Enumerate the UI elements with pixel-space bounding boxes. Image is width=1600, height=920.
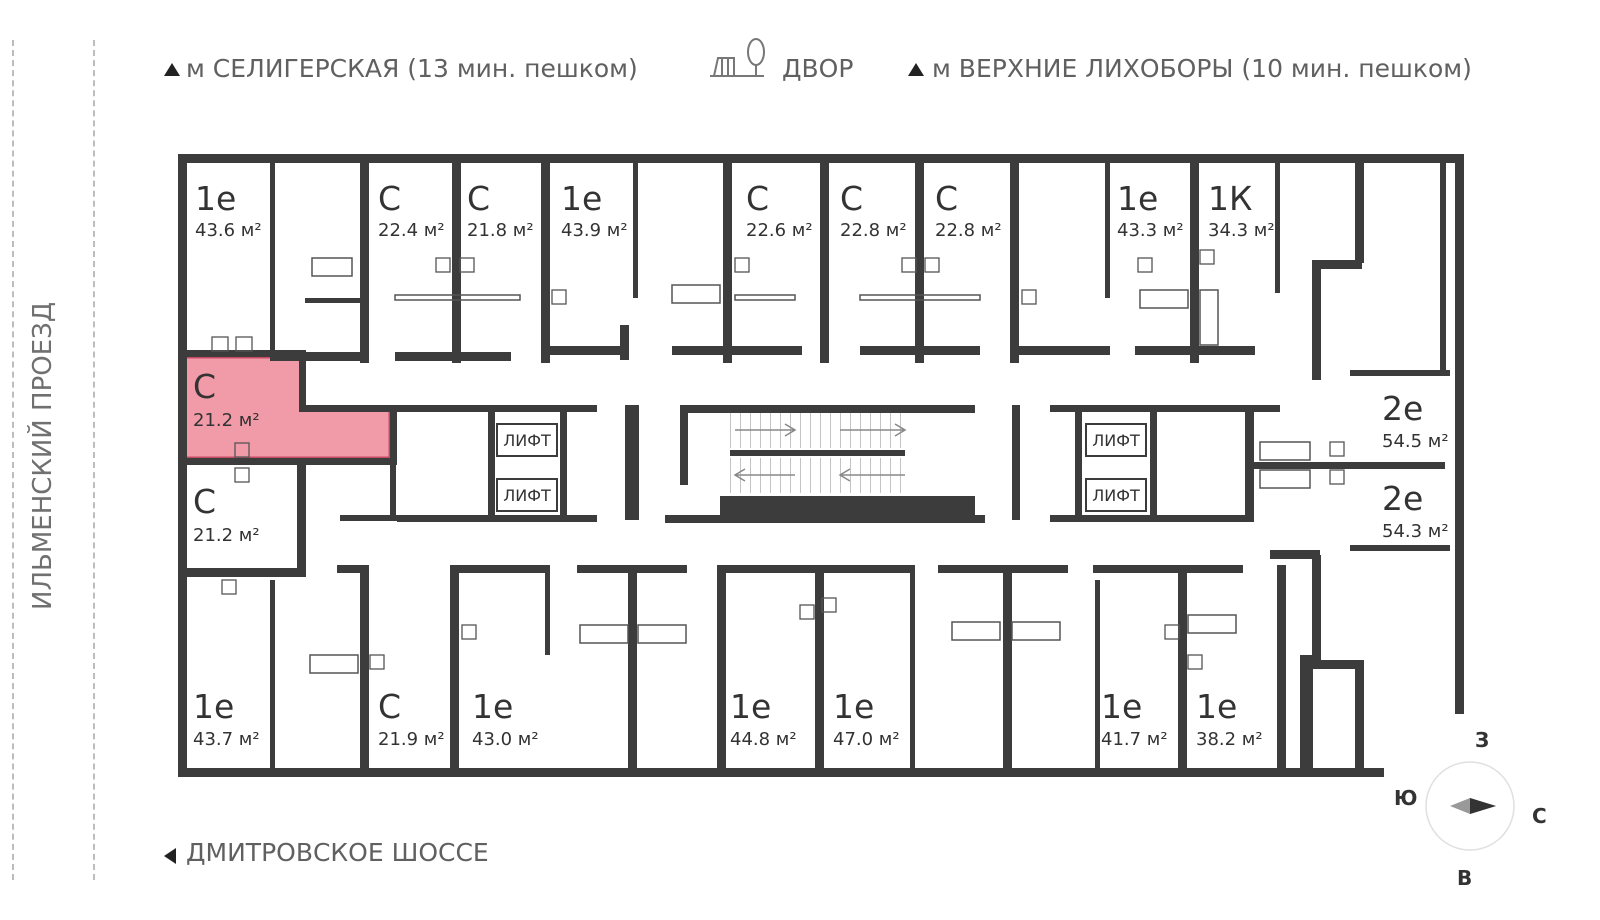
apartment-type: 1е	[193, 687, 234, 726]
left-boundary-line-outer	[12, 40, 14, 880]
apartment-label[interactable]: С22.8 м²	[935, 179, 1002, 241]
apartment-area: 43.9 м²	[561, 220, 628, 241]
walls	[178, 154, 1464, 777]
compass	[1425, 761, 1515, 851]
stove-icons	[211, 249, 1345, 670]
apartment-type: С	[840, 179, 863, 218]
apartment-area: 21.2 м²	[193, 525, 260, 546]
apartment-area: 21.2 м²	[193, 410, 260, 431]
apartment-area: 43.3 м²	[1117, 220, 1184, 241]
compass-west: Ю	[1394, 786, 1418, 810]
apartment-label[interactable]: С 21.2 м²	[193, 367, 260, 431]
apartment-type: 1е	[1101, 687, 1142, 726]
courtyard-label: ДВОР	[782, 54, 854, 83]
apartment-area: 43.7 м²	[193, 729, 260, 750]
apartment-label[interactable]: 1е 47.0 м²	[833, 687, 900, 750]
triangle-up-icon	[908, 63, 924, 76]
apartment-area: 38.2 м²	[1196, 729, 1263, 750]
courtyard-icon	[710, 38, 765, 77]
street-label-bottom: ДМИТРОВСКОЕ ШОССЕ	[186, 838, 489, 867]
apartment-type: 1е	[833, 687, 874, 726]
lift-box: ЛИФТ	[496, 478, 558, 512]
apartment-type: 1е	[1196, 687, 1237, 726]
apartment-label[interactable]: 2е 54.3 м²	[1382, 479, 1449, 542]
apartment-type: С	[746, 179, 769, 218]
apartment-type: С	[378, 687, 401, 726]
apartment-label[interactable]: С 21.2 м²	[193, 482, 260, 546]
apartment-label[interactable]: 2е 54.5 м²	[1382, 389, 1449, 452]
apartment-label[interactable]: 1е 43.7 м²	[193, 687, 260, 750]
apartment-area: 47.0 м²	[833, 729, 900, 750]
apartment-type: С	[935, 179, 958, 218]
apartment-label[interactable]: 1е 41.7 м²	[1101, 687, 1168, 750]
lift-label: ЛИФТ	[1092, 431, 1140, 450]
lift-box: ЛИФТ	[1085, 478, 1147, 512]
compass-north: З	[1475, 728, 1490, 752]
lift-label: ЛИФТ	[1092, 486, 1140, 505]
apartment-label[interactable]: С 21.9 м²	[378, 687, 445, 750]
apartment-type: С	[378, 179, 401, 218]
apartment-type: 1е	[1117, 179, 1158, 218]
apartment-type: С	[193, 482, 216, 521]
street-label-top-left: м СЕЛИГЕРСКАЯ (13 мин. пешком)	[186, 54, 638, 83]
apartment-area: 22.6 м²	[746, 220, 813, 241]
apartment-area: 54.3 м²	[1382, 521, 1449, 542]
apartment-type: С	[467, 179, 490, 218]
lift-box: ЛИФТ	[1085, 423, 1147, 457]
apartment-area: 34.3 м²	[1208, 220, 1275, 241]
apartment-label[interactable]: С22.4 м²	[378, 179, 445, 241]
lift-label: ЛИФТ	[503, 431, 551, 450]
apartment-type: 2е	[1382, 479, 1423, 518]
lift-label: ЛИФТ	[503, 486, 551, 505]
apartment-label[interactable]: 1е 44.8 м²	[730, 687, 797, 750]
apartment-area: 21.8 м²	[467, 220, 534, 241]
apartment-area: 22.8 м²	[840, 220, 907, 241]
apartment-label[interactable]: 1е 43.0 м²	[472, 687, 539, 750]
apartment-type: С	[193, 367, 216, 406]
apartment-type: 2е	[1382, 389, 1423, 428]
apartment-type: 1е	[195, 179, 236, 218]
compass-east: С	[1532, 804, 1547, 828]
apartment-area: 54.5 м²	[1382, 431, 1449, 452]
street-label-top-right: м ВЕРХНИЕ ЛИХОБОРЫ (10 мин. пешком)	[932, 54, 1472, 83]
bathroom-fixtures	[309, 257, 1311, 674]
triangle-up-icon	[164, 63, 180, 76]
lift-box: ЛИФТ	[496, 423, 558, 457]
compass-south: В	[1457, 866, 1473, 890]
apartment-label[interactable]: С22.8 м²	[840, 179, 907, 241]
apartment-area: 43.6 м²	[195, 220, 262, 241]
apartment-type: 1е	[730, 687, 771, 726]
apartment-area: 21.9 м²	[378, 729, 445, 750]
apartment-area: 22.8 м²	[935, 220, 1002, 241]
apartment-area: 43.0 м²	[472, 729, 539, 750]
apartment-area: 22.4 м²	[378, 220, 445, 241]
apartment-label[interactable]: С21.8 м²	[467, 179, 534, 241]
apartment-type: 1е	[561, 179, 602, 218]
apartment-area: 44.8 м²	[730, 729, 797, 750]
apartment-area: 41.7 м²	[1101, 729, 1168, 750]
apartment-label[interactable]: С22.6 м²	[746, 179, 813, 241]
apartment-type: 1е	[472, 687, 513, 726]
triangle-left-icon	[164, 848, 176, 864]
left-boundary-line-inner	[93, 40, 95, 880]
apartment-label[interactable]: 1е 38.2 м²	[1196, 687, 1263, 750]
apartment-type: 1К	[1208, 179, 1252, 218]
